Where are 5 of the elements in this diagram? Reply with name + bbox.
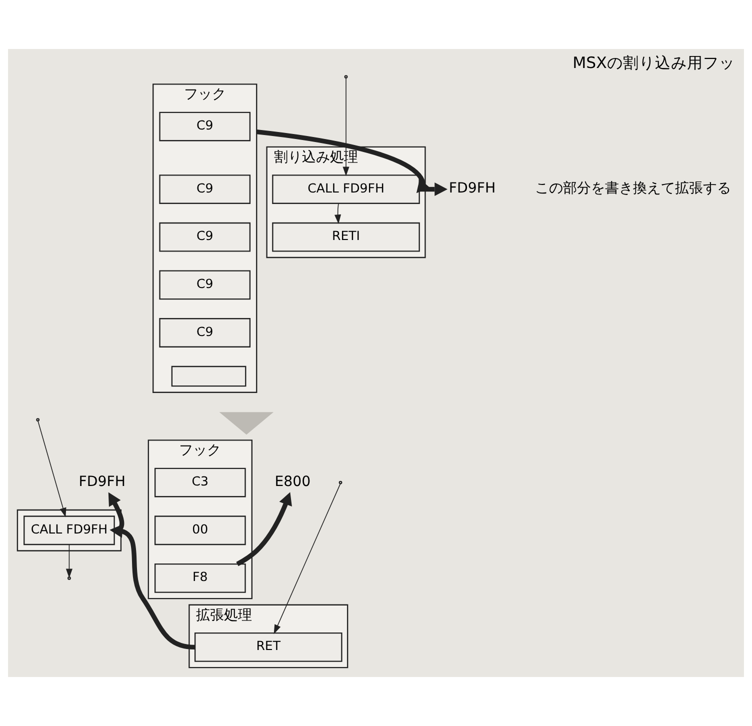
diagram-title: MSXの割り込み用フッ: [572, 52, 735, 72]
node-text: FD9FH: [448, 180, 496, 197]
node-text: E800: [274, 474, 311, 490]
node-text: この部分を書き換えて拡張する: [535, 180, 731, 197]
node-text: FD9FH: [78, 474, 126, 490]
